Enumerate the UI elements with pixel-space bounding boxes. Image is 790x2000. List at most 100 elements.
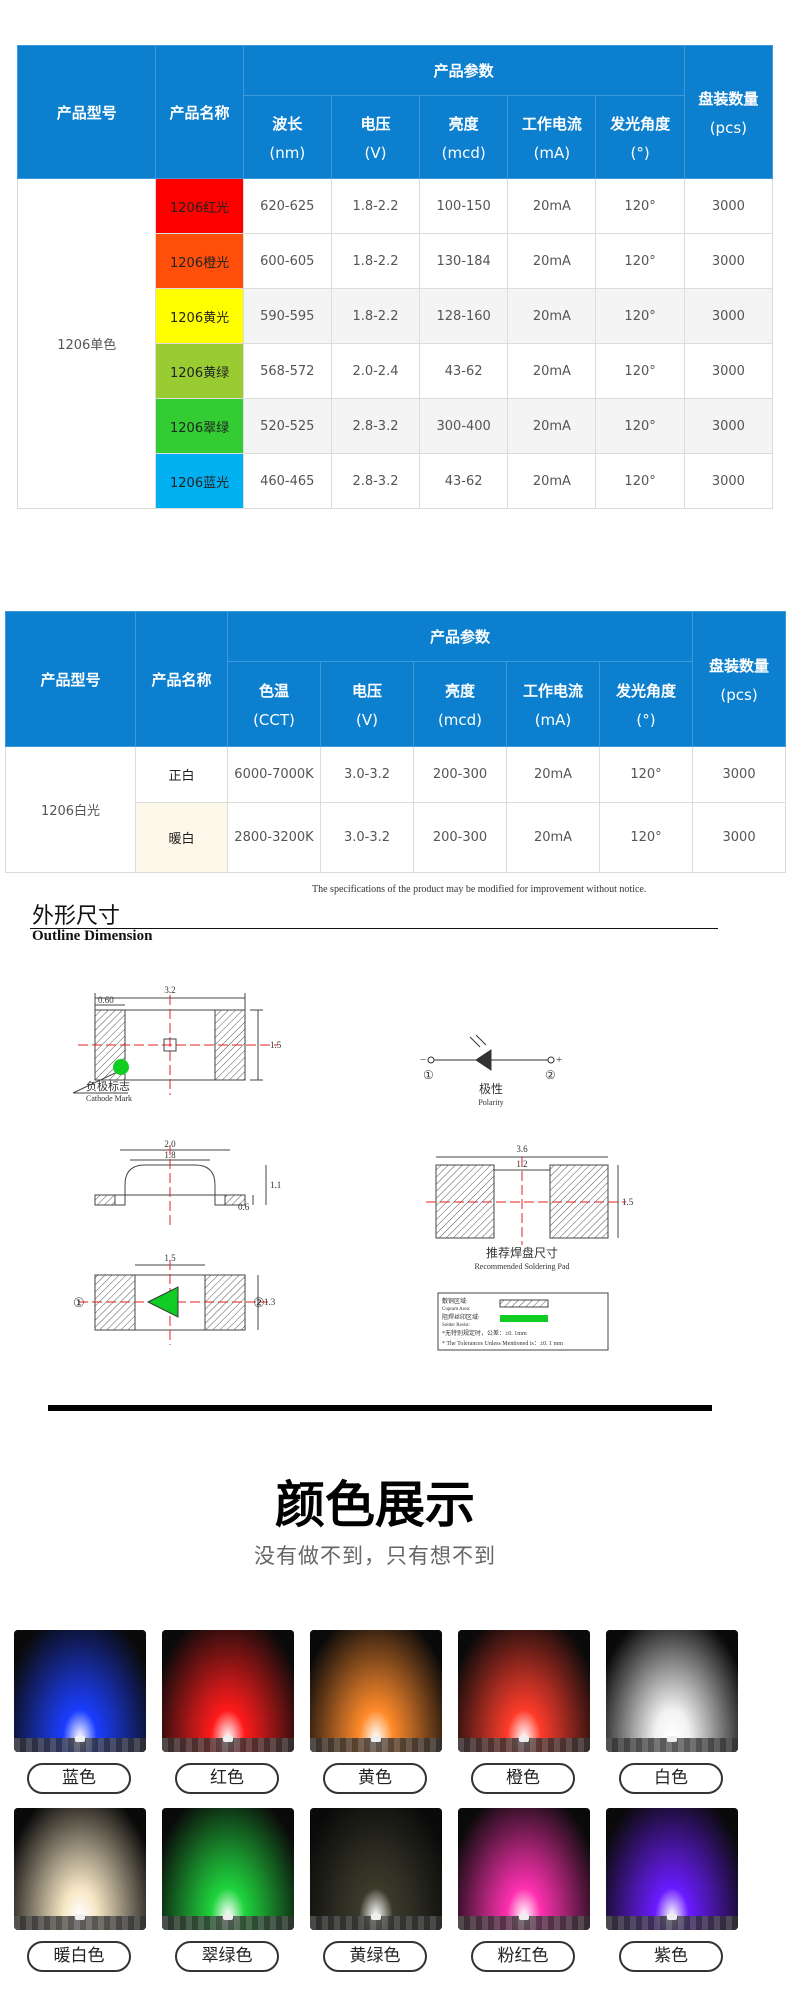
side-view — [94, 1145, 267, 1225]
cathode-label-cn: 负极标志 — [86, 1079, 130, 1093]
led-glow — [606, 1630, 738, 1752]
dim-label: 1.5 — [622, 1197, 634, 1207]
wavelength-cell: 600-605 — [242, 233, 332, 289]
brightness-cell: 300-400 — [419, 398, 509, 454]
color-sample-card — [14, 1630, 146, 1752]
model-cell: 1206白光 — [5, 746, 136, 873]
outline-title-en: Outline Dimension — [32, 928, 153, 944]
current-cell: 20mA — [507, 343, 597, 399]
color-label: 黄绿色 — [323, 1941, 427, 1972]
qty-cell: 3000 — [683, 233, 774, 289]
table-row: 1206黄绿 568-572 2.0-2.4 43-62 20mA 120° 3… — [18, 343, 774, 399]
color-sample-card — [310, 1808, 442, 1930]
bottom-view — [78, 1260, 268, 1345]
outline-divider — [30, 928, 718, 929]
led-strip-base — [458, 1738, 590, 1752]
voltage-cell: 3.0-3.2 — [320, 802, 414, 873]
voltage-cell: 2.8-3.2 — [330, 398, 421, 454]
led-chip-icon — [371, 1914, 381, 1920]
spec-table-white: 产品型号 产品名称 产品参数 盘装数量 (pcs) 色温(CCT) 电压(V) … — [5, 611, 787, 873]
header-col: 工作电流(mA) — [507, 95, 597, 179]
col-unit: (mcd) — [437, 710, 483, 729]
product-name-cell: 1206橙光 — [155, 233, 244, 289]
header-params: 产品参数 — [242, 45, 685, 96]
legend-box — [437, 1292, 609, 1351]
dim-label: 3.2 — [164, 985, 175, 995]
col-label: 亮度 — [448, 114, 479, 133]
qty-cell: 3000 — [692, 802, 787, 873]
angle-cell: 120° — [595, 398, 685, 454]
header-col: 电压(V) — [320, 661, 414, 747]
qty-cell: 3000 — [683, 453, 774, 509]
current-cell: 20mA — [506, 802, 600, 873]
dim-label: 3.6 — [516, 1144, 528, 1154]
cct-cell: 6000-7000K — [227, 746, 321, 803]
color-label: 红色 — [175, 1763, 279, 1794]
col-label: 工作电流 — [522, 681, 583, 700]
col-unit: (°) — [636, 710, 656, 729]
angle-cell: 120° — [595, 233, 685, 289]
led-strip-base — [606, 1916, 738, 1930]
led-glow — [458, 1630, 590, 1752]
color-label: 粉红色 — [471, 1941, 575, 1972]
voltage-cell: 2.8-3.2 — [330, 453, 421, 509]
dim-label: 0.6 — [238, 1202, 250, 1212]
col-unit: (mA) — [534, 710, 572, 729]
col-label: 工作电流 — [521, 114, 582, 133]
cathode-label-en: Cathode Mark — [86, 1094, 132, 1103]
soldering-pad — [426, 1156, 626, 1245]
angle-cell: 120° — [595, 453, 685, 509]
col-label: 色温 — [258, 681, 289, 700]
spec-note: The specifications of the product may be… — [312, 884, 647, 895]
color-sample-card — [310, 1630, 442, 1752]
led-glow — [310, 1630, 442, 1752]
led-glow — [458, 1808, 590, 1930]
voltage-cell: 1.8-2.2 — [330, 288, 421, 344]
product-name-cell: 1206红光 — [155, 178, 244, 234]
pad-label-en: Recommended Soldering Pad — [474, 1262, 569, 1271]
led-chip-icon — [371, 1736, 381, 1742]
dim-label: 1.1 — [270, 1180, 281, 1190]
header-col: 工作电流 (mA) — [506, 661, 600, 747]
led-glow — [310, 1808, 442, 1930]
col-label: 亮度 — [444, 681, 475, 700]
header-col: 发光角度(°) — [598, 661, 694, 747]
header-qty-unit: (pcs) — [720, 685, 758, 704]
product-name-cell: 1206黄绿 — [155, 343, 244, 399]
led-strip-base — [14, 1916, 146, 1930]
col-label: 波长 — [272, 114, 303, 133]
led-glow — [162, 1630, 294, 1752]
color-sample-card — [14, 1808, 146, 1930]
col-label: 发光角度 — [610, 114, 671, 133]
brightness-cell: 130-184 — [419, 233, 509, 289]
product-name-cell: 1206翠绿 — [155, 398, 244, 454]
dim-label: 1.8 — [164, 1150, 176, 1160]
col-unit: (V) — [364, 143, 387, 162]
dim-label: 1.3 — [264, 1297, 276, 1307]
wavelength-cell: 460-465 — [242, 453, 332, 509]
qty-cell: 3000 — [692, 746, 787, 803]
brightness-cell: 100-150 — [419, 178, 509, 234]
wavelength-cell: 520-525 — [242, 398, 332, 454]
led-strip-base — [14, 1738, 146, 1752]
col-unit: (mcd) — [441, 143, 486, 162]
legend-resist-en: Solder Resist: — [442, 1323, 470, 1328]
pad-label-cn: 推荐焊盘尺寸 — [486, 1245, 558, 1260]
angle-cell: 120° — [595, 343, 685, 399]
led-glow — [14, 1808, 146, 1930]
header-col: 色温(CCT) — [227, 661, 321, 747]
current-cell: 20mA — [506, 746, 600, 803]
voltage-cell: 1.8-2.2 — [330, 233, 421, 289]
led-strip-base — [162, 1916, 294, 1930]
legend-copper-en: Cupram Area: — [442, 1307, 470, 1312]
pin-1-label: ① — [423, 1068, 434, 1082]
led-strip-base — [310, 1916, 442, 1930]
polarity-triangle-icon — [146, 1286, 179, 1318]
polarity-label-cn: 极性 — [479, 1082, 503, 1096]
product-name-cell: 1206蓝光 — [155, 453, 244, 509]
color-sample-card — [606, 1808, 738, 1930]
dim-label: 2.0 — [164, 1139, 176, 1149]
wavelength-cell: 620-625 — [242, 178, 332, 234]
header-col: 亮度 (mcd) — [413, 661, 507, 747]
color-label: 白色 — [619, 1763, 723, 1794]
